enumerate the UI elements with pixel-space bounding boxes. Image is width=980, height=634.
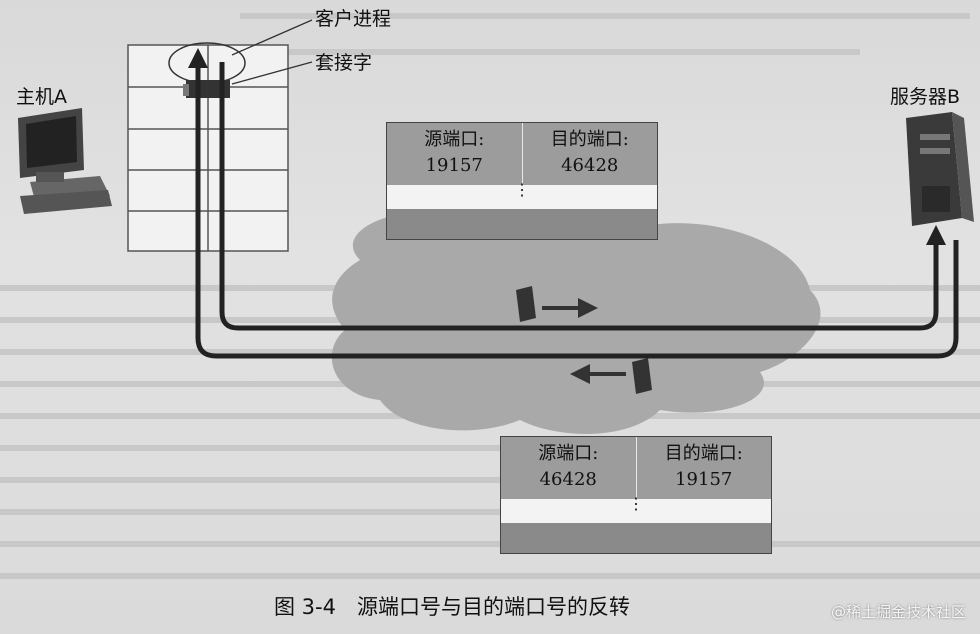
segment-server-to-client: 源端口: 46428 目的端口: 19157 ⋮: [500, 436, 772, 554]
watermark: @稀土掘金技术社区: [830, 603, 966, 621]
dest-port-cell: 目的端口: 46428: [521, 123, 658, 185]
socket-leader-line: [231, 61, 313, 85]
client-leader-line: [231, 19, 313, 56]
source-port-cell: 源端口: 46428: [501, 437, 636, 499]
source-port-label: 源端口:: [538, 443, 599, 464]
source-port-value: 19157: [425, 155, 483, 176]
host-layer-stack: [127, 44, 289, 252]
server-icon: [906, 112, 974, 226]
packet-icon-inbound: [570, 358, 652, 394]
dest-port-label: 目的端口:: [550, 129, 629, 150]
figure-caption: 图 3-4 源端口号与目的端口号的反转: [274, 595, 630, 619]
server-label: 服务器B: [890, 86, 961, 108]
source-port-value: 46428: [539, 469, 597, 490]
network-cloud-icon: [331, 202, 821, 434]
client-process-label: 客户进程: [315, 8, 392, 30]
host-label: 主机A: [16, 86, 67, 108]
segment-footer: [387, 209, 657, 239]
socket-label: 套接字: [315, 52, 373, 74]
segment-ellipsis: ⋮: [628, 494, 644, 513]
dest-port-value: 46428: [561, 155, 619, 176]
segment-footer: [501, 523, 771, 553]
packet-icon-outbound: [516, 286, 598, 322]
segment-header: 源端口: 46428 目的端口: 19157: [501, 437, 771, 499]
path-host-to-server: [219, 62, 946, 331]
segment-ellipsis: ⋮: [514, 180, 530, 199]
segment-header: 源端口: 19157 目的端口: 46428: [387, 123, 657, 185]
computer-icon: [18, 108, 112, 214]
segment-client-to-server: 源端口: 19157 目的端口: 46428 ⋮: [386, 122, 658, 240]
source-port-label: 源端口:: [424, 129, 485, 150]
path-server-to-host: [188, 48, 959, 359]
dest-port-cell: 目的端口: 19157: [635, 437, 772, 499]
dest-port-label: 目的端口:: [664, 443, 743, 464]
dest-port-value: 19157: [675, 469, 733, 490]
source-port-cell: 源端口: 19157: [387, 123, 522, 185]
